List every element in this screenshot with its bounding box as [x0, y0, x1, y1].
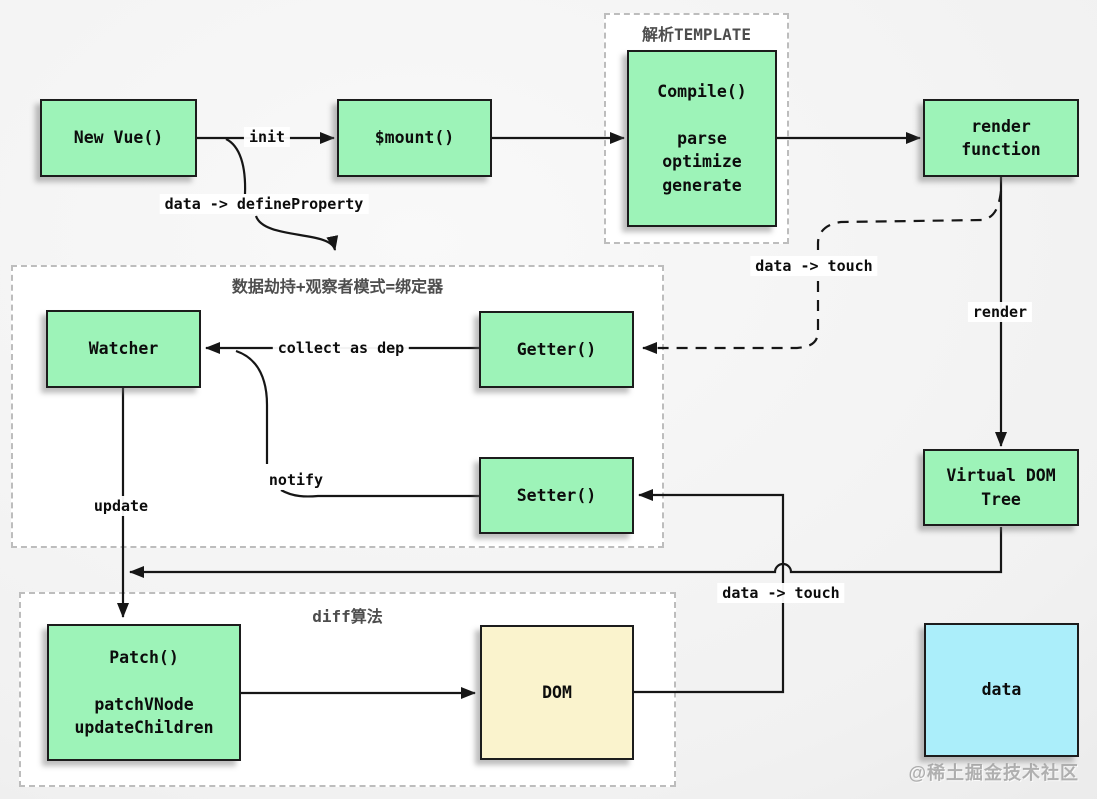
edge-label-init: init: [243, 127, 291, 147]
node-render-function: render function: [923, 99, 1079, 177]
node-dom: DOM: [480, 625, 634, 760]
edge-label-data-touch-top: data -> touch: [750, 256, 878, 276]
edge-label-notify: notify: [263, 470, 329, 490]
node-patch: Patch() patchVNode updateChildren: [47, 624, 241, 761]
node-data: data: [924, 623, 1079, 757]
edge-label-data-touch-bottom: data -> touch: [717, 583, 845, 603]
edge-touch-dashed-to-getter: [642, 281, 820, 354]
edge-init-to-defineproperty-curve: [225, 138, 247, 195]
node-getter: Getter(): [479, 311, 634, 388]
node-virtual-dom-tree: Virtual DOM Tree: [923, 449, 1079, 526]
node-setter: Setter(): [479, 457, 634, 534]
edge-label-update: update: [88, 496, 154, 516]
container-data-hijack-binder-title: 数据劫持+观察者模式=绑定器: [231, 277, 444, 296]
container-diff-algorithm-title: diff算法: [312, 607, 383, 626]
edge-label-collect-as-dep: collect as dep: [272, 338, 410, 358]
edge-label-render: render: [967, 302, 1033, 322]
watermark: @稀土掘金技术社区: [908, 763, 1079, 783]
edge-defineproperty-to-binder: [254, 215, 339, 251]
edge-render-touch-dashed-upper: [816, 190, 1003, 252]
edge-label-data-defineproperty: data -> defineProperty: [159, 194, 369, 214]
node-watcher: Watcher: [46, 310, 201, 388]
container-parse-template-title: 解析TEMPLATE: [641, 25, 752, 44]
node-new-vue: New Vue(): [40, 99, 197, 177]
node-mount: $mount(): [337, 99, 492, 177]
node-compile: Compile() parse optimize generate: [627, 50, 777, 227]
